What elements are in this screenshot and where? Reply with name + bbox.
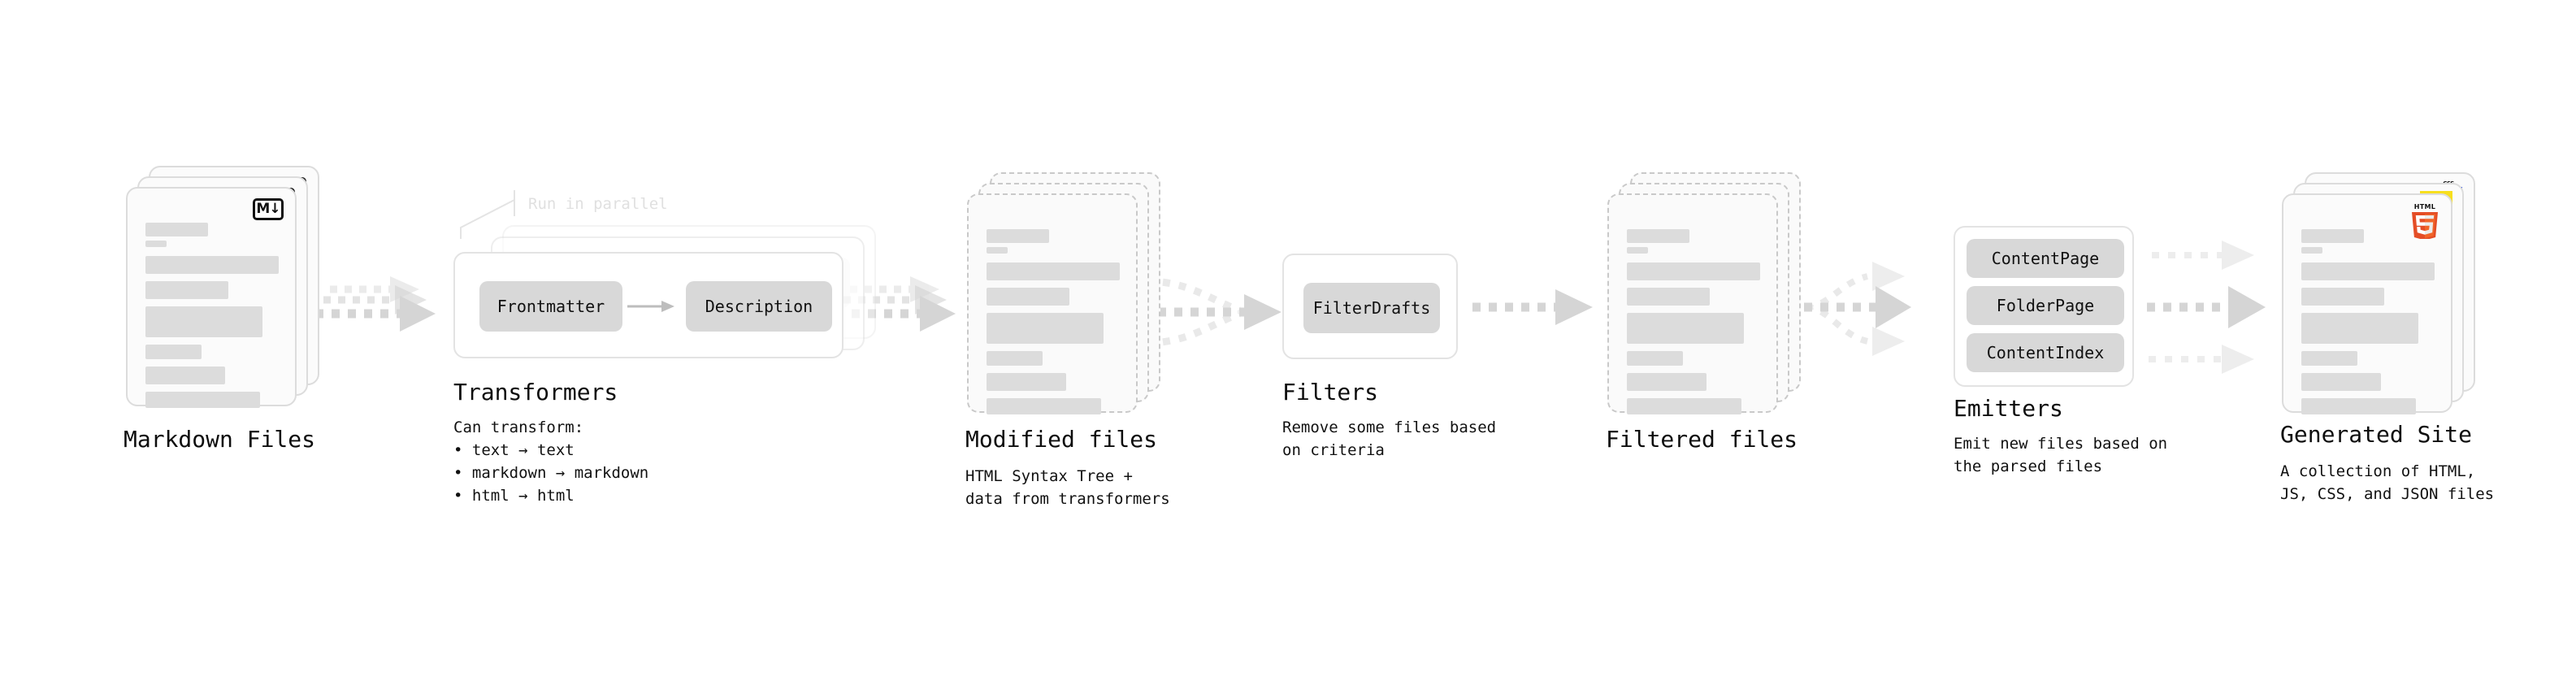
filtered-card-front <box>1607 193 1778 414</box>
placeholder-line <box>987 229 1050 243</box>
placeholder-line <box>145 241 167 247</box>
generated-site-card-stack: CSS HTML <box>2282 172 2485 421</box>
placeholder-line <box>145 345 202 359</box>
placeholder-line <box>2301 288 2384 306</box>
chip-contentpage[interactable]: ContentPage <box>1967 239 2124 278</box>
generated-site-description: A collection of HTML, JS, CSS, and JSON … <box>2280 462 2495 503</box>
placeholder-line <box>145 367 226 384</box>
arrow-filtered-to-emitters-fanout <box>1804 262 1911 356</box>
filters-description: Remove some files based on criteria <box>1282 419 1497 459</box>
emitters-title: Emitters <box>1954 395 2063 422</box>
placeholder-line <box>987 351 1043 366</box>
svg-text:HTML: HTML <box>2414 203 2435 210</box>
placeholder-line <box>1627 262 1760 280</box>
emitters-group-box[interactable]: ContentPage FolderPage ContentIndex <box>1954 226 2134 387</box>
placeholder-line <box>2301 313 2419 344</box>
modified-files-card-stack <box>967 172 1170 421</box>
transformers-title: Transformers <box>453 379 618 406</box>
card-placeholder-lines <box>1627 229 1760 422</box>
chip-frontmatter[interactable]: Frontmatter <box>479 281 622 332</box>
placeholder-line <box>1627 247 1649 254</box>
modified-card-front <box>967 193 1138 414</box>
arrow-emitters-to-site <box>2147 241 2266 374</box>
markdown-files-card-stack: M↓ M↓ M↓ <box>126 166 329 414</box>
placeholder-line <box>987 398 1102 414</box>
filtered-files-title: Filtered files <box>1606 426 1798 453</box>
arrow-markdown-to-transformers <box>315 276 436 332</box>
card-placeholder-lines <box>2301 229 2435 422</box>
markdown-badge: M↓ <box>253 198 284 220</box>
chip-filterdrafts[interactable]: FilterDrafts <box>1303 283 1440 333</box>
arrow-filters-to-filtered <box>1472 289 1593 325</box>
arrow-modified-to-filters <box>1142 277 1281 347</box>
placeholder-line <box>2301 229 2365 243</box>
placeholder-line <box>2301 398 2417 414</box>
chip-contentindex[interactable]: ContentIndex <box>1967 333 2124 372</box>
html5-icon: HTML <box>2412 203 2438 239</box>
placeholder-line <box>145 392 261 408</box>
card-placeholder-lines <box>987 229 1120 422</box>
markdown-card-front: M↓ <box>126 187 297 408</box>
placeholder-line <box>2301 373 2382 391</box>
placeholder-line <box>145 256 279 274</box>
run-in-parallel-note: Run in parallel <box>528 195 668 213</box>
chip-folderpage[interactable]: FolderPage <box>1967 286 2124 325</box>
modified-files-description: HTML Syntax Tree + data from transformer… <box>965 467 1170 508</box>
placeholder-line <box>987 262 1120 280</box>
placeholder-line <box>145 281 228 299</box>
placeholder-line <box>1627 229 1690 243</box>
placeholder-line <box>1627 398 1742 414</box>
placeholder-line <box>1627 313 1745 344</box>
markdown-files-title: Markdown Files <box>124 426 316 453</box>
transformers-group-box[interactable]: Frontmatter Description <box>453 252 843 358</box>
generated-card-front-html: HTML <box>2282 193 2452 414</box>
placeholder-line <box>2301 262 2435 280</box>
filtered-files-card-stack <box>1607 172 1811 421</box>
placeholder-line <box>987 313 1104 344</box>
placeholder-line <box>1627 373 1707 391</box>
placeholder-line <box>1627 288 1710 306</box>
run-in-parallel-leader-line <box>460 190 515 239</box>
chip-description[interactable]: Description <box>686 281 832 332</box>
placeholder-line <box>145 223 209 236</box>
arrow-transformers-to-modified <box>835 276 956 332</box>
transformer-inner-arrow <box>627 301 674 312</box>
placeholder-line <box>987 247 1008 254</box>
placeholder-line <box>2301 247 2323 254</box>
generated-site-title: Generated Site <box>2280 421 2473 448</box>
placeholder-line <box>2301 351 2357 366</box>
placeholder-line <box>987 288 1069 306</box>
placeholder-line <box>1627 351 1683 366</box>
filters-group-box[interactable]: FilterDrafts <box>1282 254 1458 359</box>
emitters-description: Emit new files based on the parsed files <box>1954 435 2168 475</box>
filters-title: Filters <box>1282 379 1379 406</box>
card-placeholder-lines <box>145 223 279 415</box>
transformers-description: Can transform: • text → text • markdown … <box>453 419 649 505</box>
placeholder-line <box>987 373 1067 391</box>
placeholder-line <box>145 306 263 337</box>
modified-files-title: Modified files <box>965 426 1158 453</box>
